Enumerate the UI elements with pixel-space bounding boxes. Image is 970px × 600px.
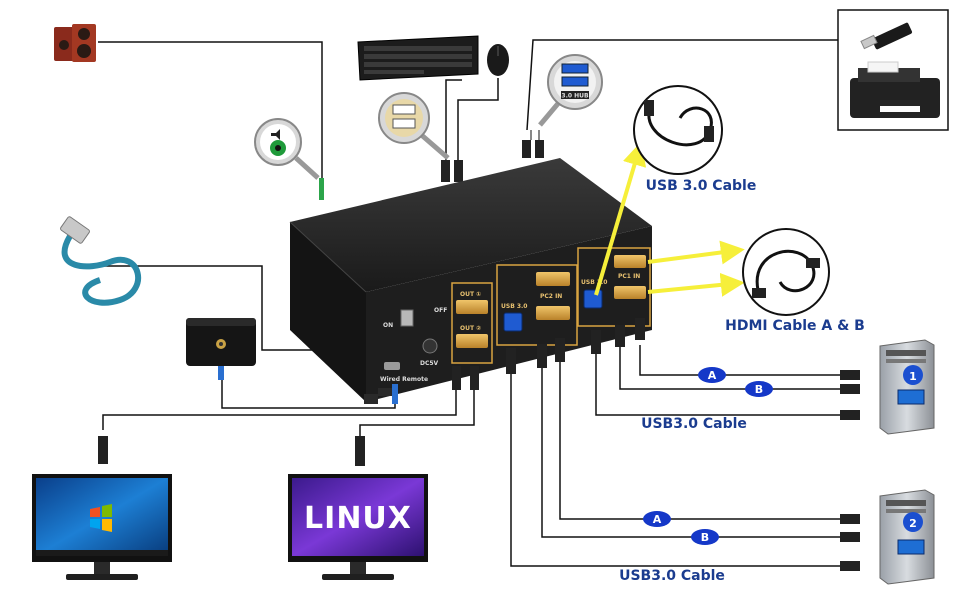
hdmi-cable-label: HDMI Cable A & B: [725, 318, 865, 334]
usb-b-port-pc2: [503, 312, 523, 332]
printer-line: [526, 39, 838, 131]
svg-text:B: B: [755, 383, 763, 396]
pc2-number: 2: [909, 517, 917, 530]
usb3-cable-circle: [633, 85, 723, 175]
wired-remote-port: [384, 362, 400, 370]
badge-b-pc1: B: [745, 381, 773, 397]
hdmi-in-a-pc1: [614, 255, 646, 268]
kvm-bottom-plugs: [392, 318, 645, 404]
linux-screen-text: LINUX: [304, 501, 412, 536]
power-switch: [400, 309, 414, 327]
usb3-cable-pc2-label: USB3.0 Cable: [619, 568, 725, 584]
hdmi-in-b-pc1: [614, 286, 646, 299]
wired-remote-icon: [186, 318, 256, 380]
pc2-hdmi-b-line: [541, 355, 840, 538]
keyboard-icon: [357, 35, 479, 81]
pc2-usb-line: [510, 370, 840, 567]
kvm-usb30-label: USB 3.0: [501, 303, 527, 310]
usb-hub-icon: 3.0 HUB: [538, 54, 603, 127]
monitor1-line: [102, 388, 457, 430]
badge-b-pc2: B: [691, 529, 719, 545]
kvm-out-b-label: OUT ②: [460, 325, 481, 332]
speaker-icon: [54, 24, 96, 62]
mouse-icon: [487, 44, 509, 76]
printer-icon: [850, 61, 940, 118]
usb3-cable-pc1-label: USB3.0 Cable: [641, 416, 747, 432]
top-usb-plugs: [441, 130, 544, 182]
speaker-line: [98, 41, 323, 185]
hdmi-cable-icon: [742, 228, 830, 316]
kvm-dc5v-label: DC5V: [420, 360, 439, 367]
kvm-pc2-in-label: PC2 IN: [540, 293, 562, 300]
kvm-usb30-2-label: USB 3.0: [581, 279, 607, 286]
kvm-on-label: ON: [383, 322, 393, 329]
hdmi-in-b-pc2: [536, 306, 570, 320]
pc1-hdmi-a-line: [639, 345, 840, 376]
keyboard-line: [445, 79, 462, 165]
mouse-line: [457, 78, 499, 165]
tower-pc-2: 2: [879, 489, 935, 585]
hub-label: 3.0 HUB: [561, 93, 589, 100]
pc1-number: 1: [909, 370, 917, 383]
usb-port-icon: [378, 92, 450, 160]
audio-jack-icon: [254, 118, 324, 200]
yellow-arrows: [594, 141, 745, 297]
monitor-linux: LINUX: [288, 436, 428, 580]
svg-text:B: B: [701, 531, 709, 544]
pc1-usb-line: [595, 350, 840, 416]
svg-text:A: A: [708, 369, 717, 382]
usb-flash-drive-icon: [860, 22, 913, 50]
dc-jack: [422, 338, 438, 354]
kvm-out-a-label: OUT ①: [460, 291, 481, 298]
kvm-wired-remote-label: Wired Remote: [380, 376, 428, 383]
connector-lines: [96, 39, 840, 567]
svg-text:A: A: [653, 513, 662, 526]
usb-b-port-pc1: [583, 289, 603, 309]
badge-a-pc1: A: [698, 367, 726, 383]
hdmi-out-a-port: [456, 300, 488, 314]
kvm-pc1-in-label: PC1 IN: [618, 273, 640, 280]
pc-plugs: [840, 370, 860, 571]
pc1-hdmi-b-line: [619, 345, 840, 390]
printer-box: [837, 9, 949, 131]
hdmi-out-b-port: [456, 334, 488, 348]
hdmi-in-a-pc2: [536, 272, 570, 286]
usb3-cable-label: USB 3.0 Cable: [646, 178, 757, 194]
tower-pc-icon: 1: [879, 339, 935, 435]
pc2-hdmi-a-line: [559, 355, 840, 520]
kvm-off-label: OFF: [434, 307, 447, 314]
usb-cable-icon: [60, 216, 141, 306]
badge-a-pc2: A: [643, 511, 671, 527]
monitor-icon: [32, 436, 172, 580]
